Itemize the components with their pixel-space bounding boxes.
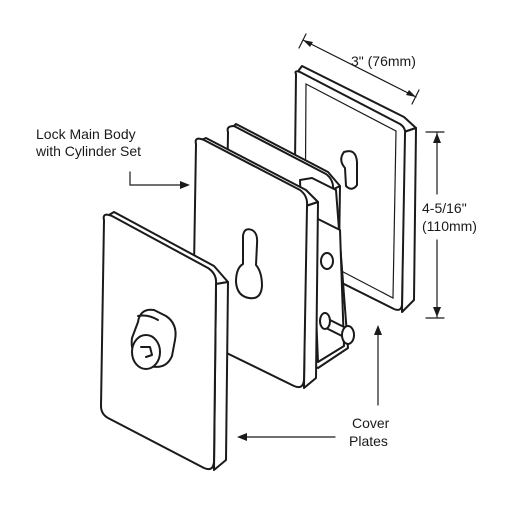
cover-plates-label-line1: Cover (352, 415, 390, 431)
height-dimension (425, 131, 445, 319)
lock-body-leader (129, 171, 190, 189)
height-dimension-label-line2: (110mm) (422, 218, 477, 234)
cover-plates-label-line2: Plates (349, 433, 388, 449)
cylinder-icon (130, 308, 177, 370)
height-dimension-label-line1: 4-5/16" (422, 200, 467, 216)
lock-body-label-line2: with Cylinder Set (35, 143, 141, 159)
front-cover-plate (100, 211, 229, 471)
width-dimension (298, 33, 420, 105)
width-dimension-label: 3" (76mm) (351, 53, 416, 69)
lock-body-label-line1: Lock Main Body (36, 126, 136, 142)
cover-plates-leader (237, 325, 382, 441)
